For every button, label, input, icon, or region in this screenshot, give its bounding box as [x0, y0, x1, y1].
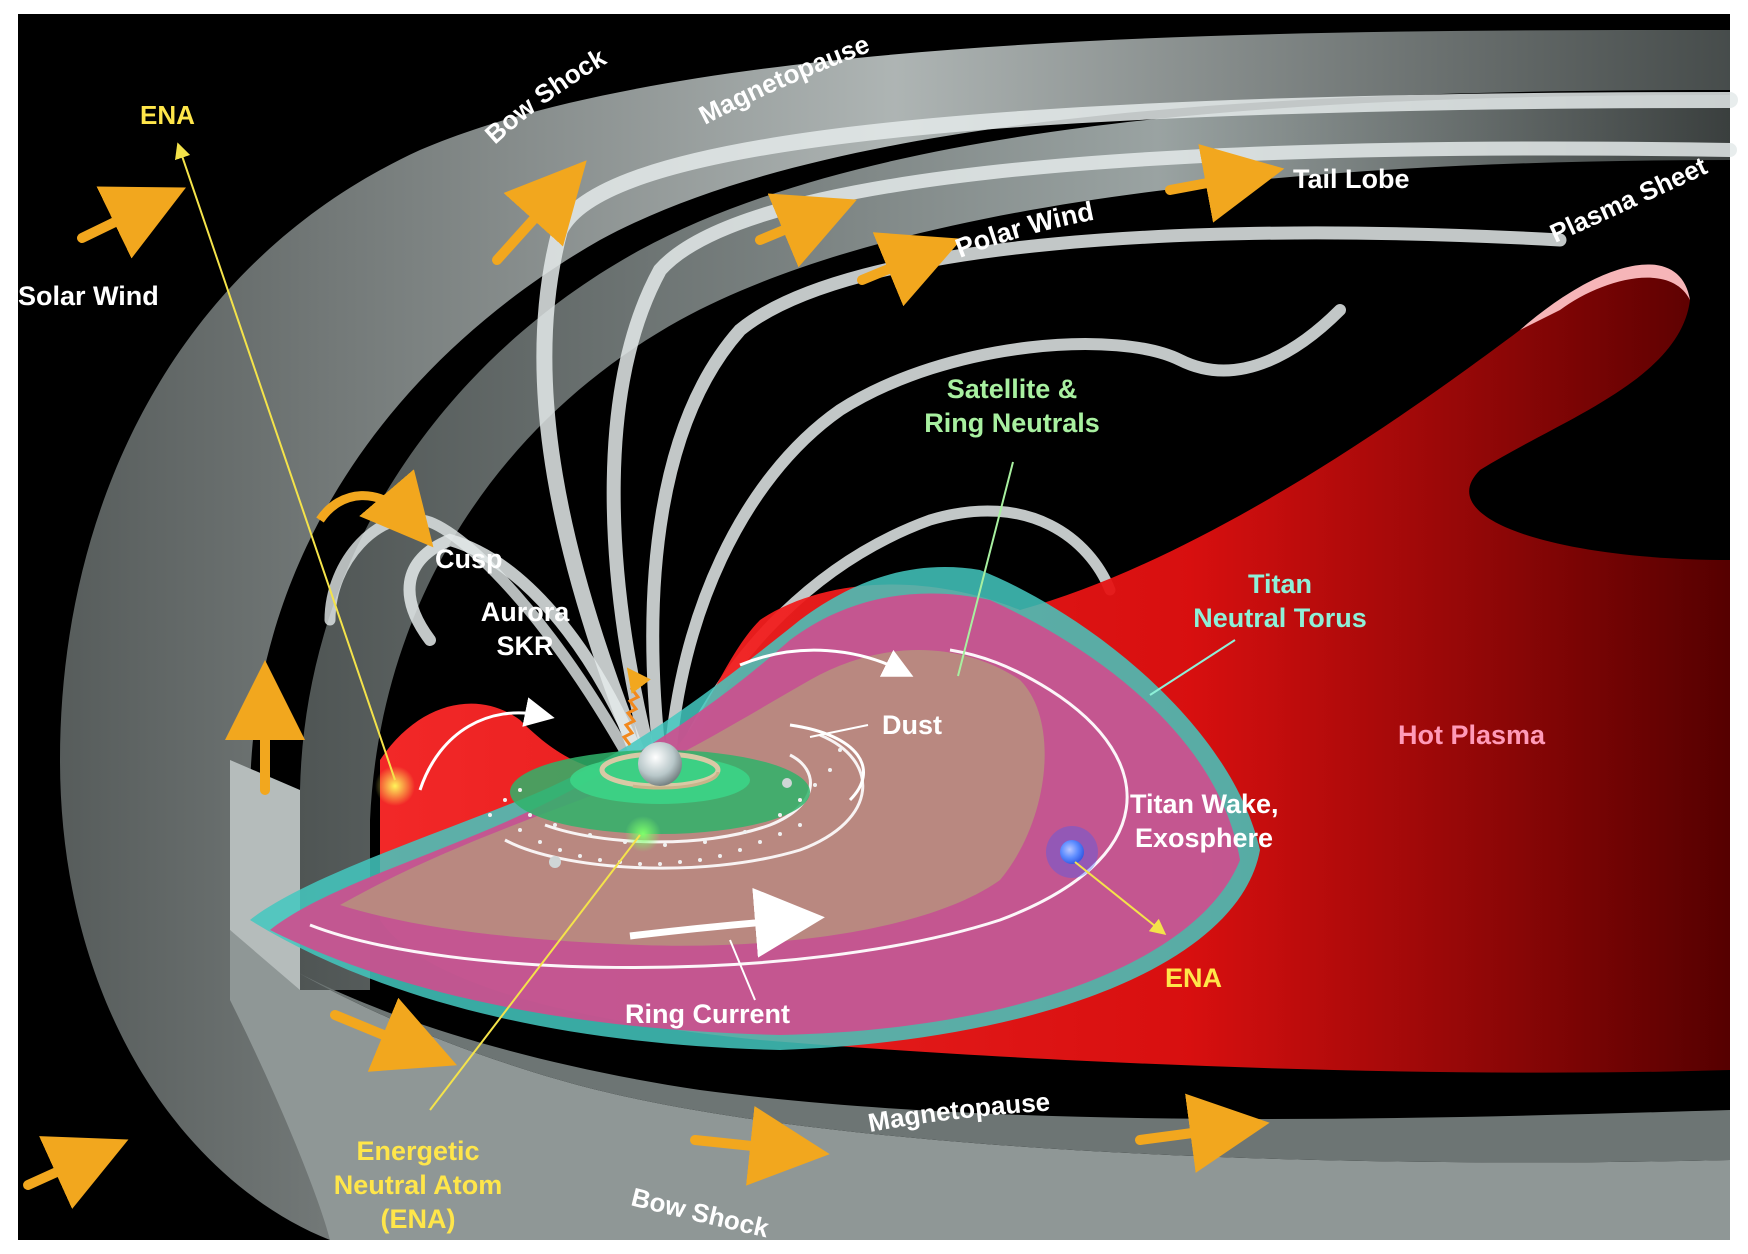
- label-titan-torus-1: Titan: [1248, 569, 1312, 599]
- sheath-arrow-1: [492, 160, 587, 265]
- tail-arrow-3: [857, 232, 962, 307]
- label-titan-wake-2: Exosphere: [1135, 823, 1273, 853]
- ena-line-top: [175, 142, 396, 781]
- moon-1: [549, 856, 561, 868]
- ena-indicator-lines: [175, 142, 1167, 1111]
- label-cusp: Cusp: [435, 544, 503, 574]
- field-line-4: [664, 304, 1346, 766]
- field-line-flow-arrows: [418, 648, 914, 791]
- label-titan-torus-2: Neutral Torus: [1193, 603, 1367, 633]
- label-ring-current: Ring Current: [625, 999, 790, 1029]
- label-ena-bottom-1: Energetic: [356, 1136, 479, 1166]
- magnetopause-lower-band: [230, 930, 1730, 1163]
- ring-current-direction-arrow: [629, 887, 825, 958]
- titan-orbit: [309, 648, 1129, 969]
- ena-line-bottom: [429, 834, 641, 1111]
- sheath-arrow-3: [330, 997, 457, 1072]
- magnetopause-surface: [300, 95, 1730, 990]
- leader-lines: [729, 461, 1236, 1001]
- dust-ring-arc: [789, 723, 865, 802]
- cusp-curved-arrow: [316, 469, 434, 548]
- saturn-ring-front: [600, 754, 720, 790]
- bow-shock-lower-band: [230, 930, 1730, 1240]
- solar-wind-arrow-2: [23, 1136, 129, 1209]
- label-ena-bottom-3: (ENA): [381, 1204, 456, 1234]
- inner-orbit-2: [544, 753, 812, 844]
- solar-wind-arrow-1: [77, 186, 186, 259]
- titan-moon: [1060, 840, 1084, 864]
- field-line-3: [646, 226, 1567, 767]
- label-ena-bottom-2: Neutral Atom: [334, 1170, 503, 1200]
- inner-orbit-1: [504, 733, 865, 870]
- bow-shock-surface: [60, 30, 1730, 1240]
- label-satellite-ring-neutrals-2: Ring Neutrals: [924, 408, 1100, 438]
- tail-arrow-1: [1165, 144, 1285, 223]
- label-ena-right: ENA: [1165, 963, 1222, 993]
- label-dust: Dust: [882, 710, 942, 740]
- label-ena-top: ENA: [140, 100, 195, 130]
- field-line-1: [536, 92, 1738, 768]
- leader-satellite-neutrals: [957, 461, 1014, 677]
- flow-arrow-2: [739, 648, 914, 677]
- aurora-skr-emission: [621, 667, 651, 746]
- label-hot-plasma: Hot Plasma: [1398, 720, 1546, 750]
- leader-titan-torus: [1149, 639, 1236, 696]
- titan-glow: [1046, 826, 1098, 878]
- flow-arrow-1: [418, 697, 555, 791]
- moon-2: [782, 778, 792, 788]
- tail-arrow-2: [755, 193, 857, 268]
- sheath-arrow-4: [690, 1106, 830, 1186]
- label-aurora: Aurora: [481, 597, 570, 627]
- solar-wind-arrows: [23, 144, 1285, 1209]
- saturn: [599, 742, 721, 790]
- label-satellite-ring-neutrals-1: Satellite &: [947, 374, 1078, 404]
- saturn-planet: [638, 742, 682, 786]
- leader-dust: [809, 724, 869, 738]
- label-skr: SKR: [496, 631, 553, 661]
- label-tail-lobe: Tail Lobe: [1293, 164, 1410, 194]
- ena-line-titan: [1074, 861, 1167, 935]
- label-titan-wake-1: Titan Wake,: [1130, 789, 1279, 819]
- leader-ring-current: [729, 939, 756, 1001]
- orbit-lines: [309, 648, 1129, 969]
- ena-emission-polar: [375, 766, 415, 806]
- sheath-arrow-5: [1135, 1093, 1270, 1173]
- plasma-sheet-tip: [1520, 264, 1690, 330]
- label-solar-wind: Solar Wind: [18, 281, 159, 311]
